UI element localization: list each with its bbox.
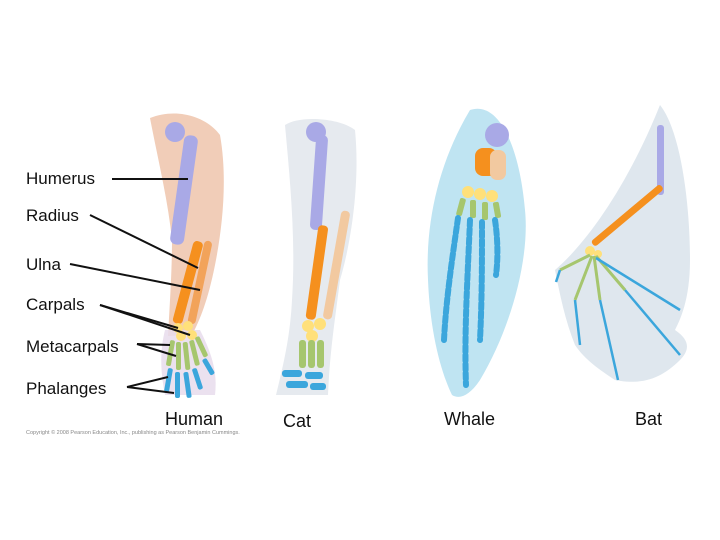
cat-carpals xyxy=(302,318,326,342)
cat-metacarpals xyxy=(299,340,324,368)
label-metacarpals: Metacarpals xyxy=(26,337,119,356)
cat-humerus xyxy=(310,135,328,230)
label-phalanges: Phalanges xyxy=(26,379,107,398)
caption-bat: Bat xyxy=(635,409,663,429)
whale-humerus xyxy=(485,123,509,147)
cat-humerus-head xyxy=(306,122,326,142)
label-ulna: Ulna xyxy=(26,255,61,274)
leader-ulna xyxy=(69,263,201,291)
leader-radius xyxy=(89,214,199,269)
whale-flipper xyxy=(427,108,526,397)
caption-cat: Cat xyxy=(283,411,312,431)
human-ulna xyxy=(187,240,212,325)
human-humerus-head xyxy=(165,122,185,142)
whale-body xyxy=(427,108,526,397)
whale-radius-ulna xyxy=(475,148,506,180)
human-radius xyxy=(172,241,203,324)
bat-phalanges xyxy=(554,256,681,381)
bat-radius xyxy=(591,185,663,246)
label-carpals: Carpals xyxy=(26,295,85,314)
cat-ulna xyxy=(323,210,350,320)
caption-whale: Whale xyxy=(444,409,496,429)
whale-carpals xyxy=(462,186,498,202)
human-metacarpals xyxy=(166,336,208,370)
leader-phalanges-1 xyxy=(126,376,169,388)
cat-phalanges xyxy=(282,370,326,390)
cat-radius xyxy=(305,225,328,320)
whale-metacarpals xyxy=(456,197,502,220)
label-humerus: Humerus xyxy=(26,169,95,188)
human-phalanges xyxy=(164,358,215,398)
bat-membrane xyxy=(555,105,690,382)
human-skin xyxy=(150,113,224,337)
cat-leg xyxy=(276,118,357,395)
leader-lines xyxy=(69,178,201,394)
leader-phalanges-2 xyxy=(126,386,175,394)
copyright-notice: Copyright © 2008 Pearson Education, Inc.… xyxy=(26,430,240,436)
caption-human: Human xyxy=(165,409,224,429)
bat-humerus xyxy=(657,125,664,195)
human-arm xyxy=(150,113,224,398)
human-humerus xyxy=(170,135,198,245)
label-radius: Radius xyxy=(26,206,79,225)
leader-metacarpals-1 xyxy=(136,343,171,346)
leader-carpals-2 xyxy=(99,304,191,336)
leader-metacarpals-2 xyxy=(136,343,177,357)
whale-phalanges xyxy=(441,215,501,388)
bat-wing xyxy=(554,105,690,382)
